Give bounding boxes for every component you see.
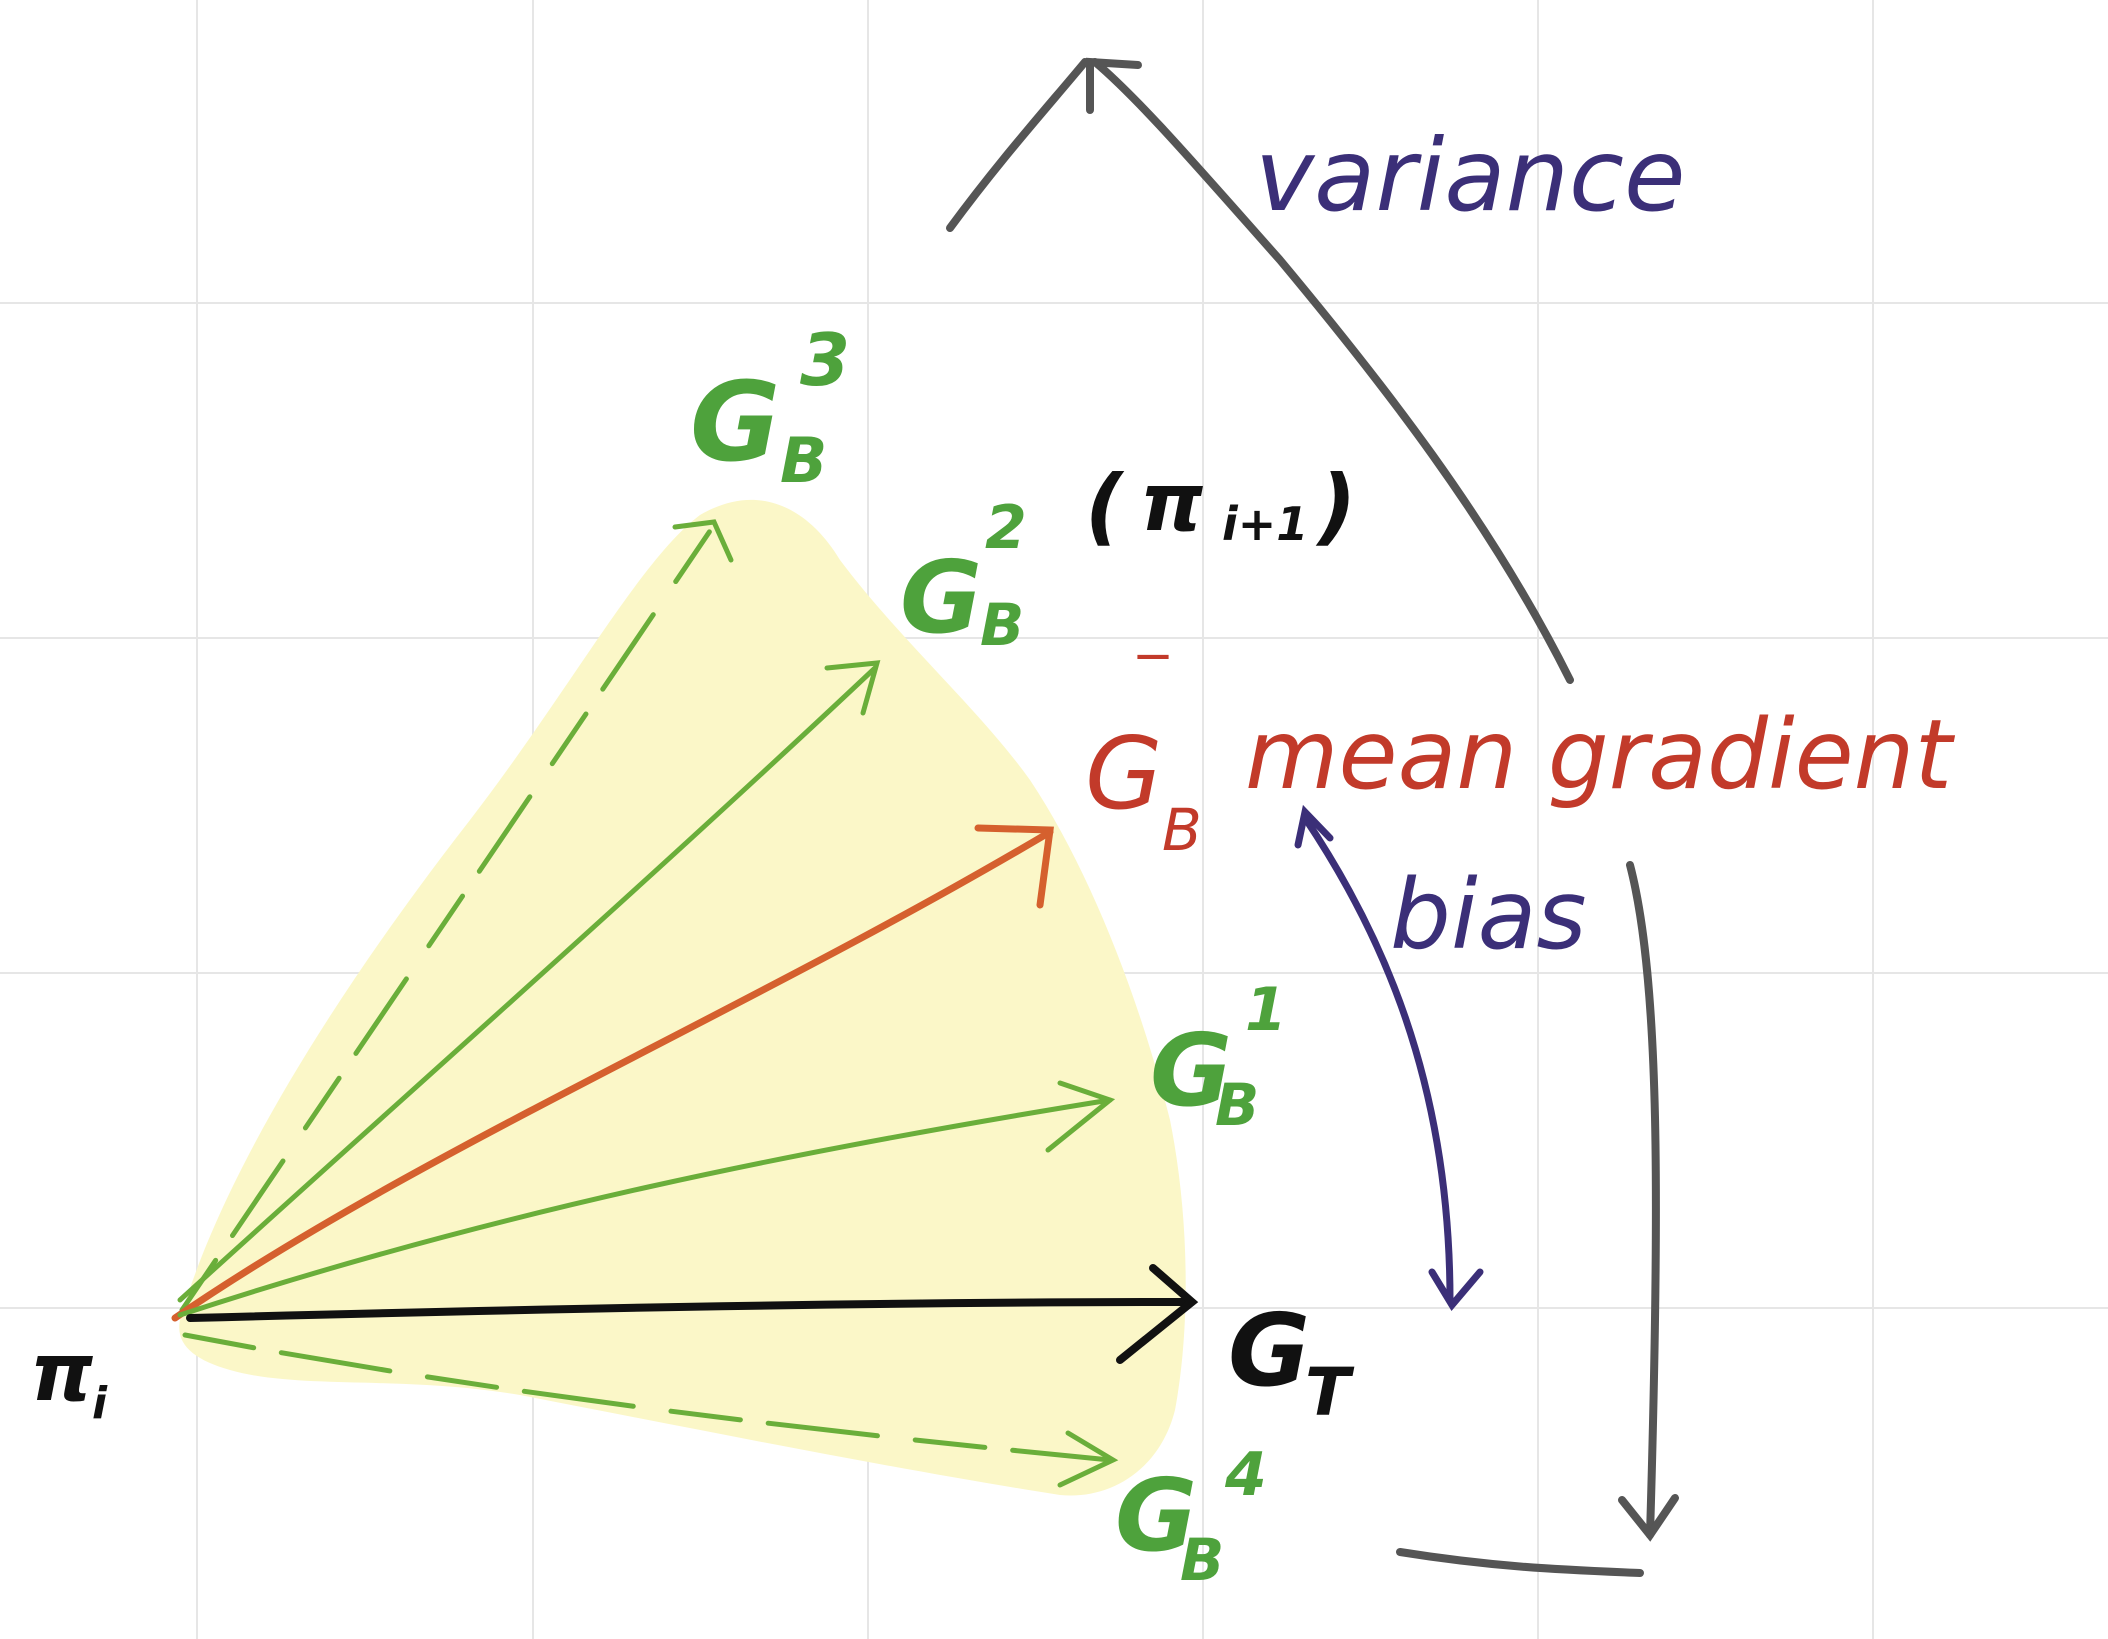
sample-gradient-2-label: G B 2 (900, 493, 1027, 659)
true-gradient-symbol: G (1228, 1292, 1310, 1409)
sample-gradient-2-subscript: B (980, 591, 1024, 659)
spread-bracket-arrow (1396, 861, 1679, 1577)
sample-gradient-4-subscript: B (1180, 1526, 1224, 1594)
true-gradient-arrow (186, 1264, 1199, 1364)
sample-gradient-2-symbol: G (900, 539, 982, 656)
mean-gradient-arrow (171, 824, 1054, 1322)
sample-gradient-arrow-3 (179, 519, 734, 1313)
policy-i-subscript: i (92, 1378, 108, 1429)
variance-label: variance (1255, 117, 1686, 234)
sample-gradient-3-subscript: B (780, 424, 827, 497)
sample-gradient-3-symbol: G (690, 358, 780, 486)
policy-next-subscript: i+1 (1222, 497, 1308, 551)
sample-gradient-arrow-4 (182, 1332, 1119, 1488)
sample-gradient-1-label: G B 1 (1150, 975, 1287, 1139)
variance-arrow (946, 57, 1574, 684)
mean-gradient-symbol: G (1085, 715, 1163, 832)
true-gradient-label: G T (1228, 1292, 1355, 1431)
gradient-spread-region (179, 499, 1186, 1496)
sample-gradient-4-superscript: 4 (1224, 1440, 1267, 1510)
bias-arrow (1294, 804, 1484, 1311)
policy-next-open: ( (1085, 457, 1125, 555)
sample-gradient-arrow-2 (177, 660, 881, 1303)
sample-gradient-4-symbol: G (1115, 1457, 1197, 1574)
true-gradient-subscript: T (1305, 1354, 1355, 1431)
policy-next-close: ) (1315, 457, 1356, 555)
mean-gradient-bar: ‾ (1137, 645, 1169, 715)
policy-next-symbol: π (1140, 456, 1203, 549)
policy-next-label: ( π i+1 ) (1085, 456, 1356, 555)
sample-gradient-1-superscript: 1 (1245, 975, 1287, 1045)
sample-gradient-4-label: G B 4 (1115, 1440, 1267, 1594)
sample-gradient-2-superscript: 2 (985, 493, 1027, 563)
sample-gradient-1-symbol: G (1150, 1012, 1232, 1129)
sample-gradient-arrow-1 (177, 1080, 1116, 1318)
mean-gradient-subscript: B (1162, 796, 1202, 864)
bias-label: bias (1390, 859, 1586, 971)
mean-gradient-label: ‾ G B mean gradient (1085, 645, 1956, 864)
policy-i-label: π i (30, 1326, 108, 1429)
sample-gradient-3-superscript: 3 (800, 318, 850, 402)
sample-gradient-3-label: G B 3 (690, 318, 850, 497)
policy-i-symbol: π (30, 1326, 93, 1419)
sample-gradient-1-subscript: B (1215, 1071, 1259, 1139)
mean-gradient-text: mean gradient (1245, 699, 1956, 811)
